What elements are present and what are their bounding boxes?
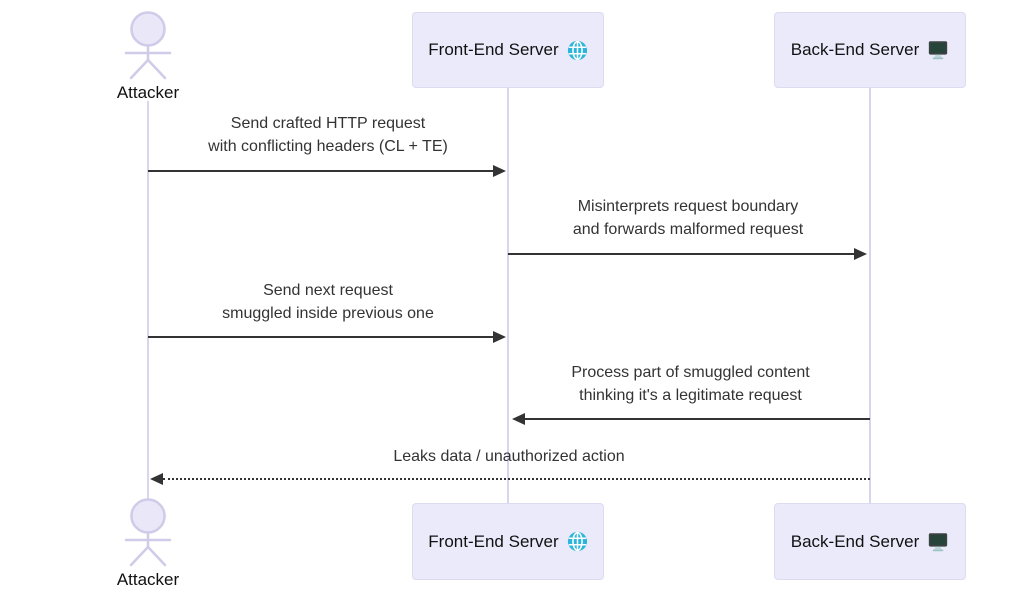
stick-figure-icon (124, 498, 172, 567)
message-4-arrowhead-icon (512, 413, 525, 425)
message-3-text: Send next request smuggled inside previo… (158, 279, 498, 325)
message-1-arrowhead-icon (493, 165, 506, 177)
message-text-line: Process part of smuggled content (571, 364, 810, 381)
participant-frontend-bottom: Front-End Server (412, 503, 604, 580)
message-1-text: Send crafted HTTP request with conflicti… (158, 112, 498, 158)
message-text-line: Misinterprets request boundary (577, 198, 799, 215)
participant-backend-bottom: Back-End Server (774, 503, 966, 580)
message-2-arrow-line (508, 253, 855, 255)
monitor-icon (929, 532, 948, 551)
message-5-arrow-line (163, 478, 870, 480)
message-text-line: Leaks data / unauthorized action (393, 448, 625, 465)
actor-label-attacker-top: Attacker (116, 83, 180, 102)
actor-label-attacker-bottom: Attacker (116, 570, 180, 589)
stick-figure-icon (124, 11, 172, 80)
message-5-text: Leaks data / unauthorized action (148, 445, 870, 468)
message-text-line: smuggled inside previous one (222, 305, 434, 322)
message-1-arrow-line (148, 170, 494, 172)
participant-label-frontend-top: Front-End Server (428, 40, 559, 59)
actor-attacker-bottom: Attacker (93, 497, 203, 590)
message-2-arrowhead-icon (854, 248, 867, 260)
participant-label-backend-top: Back-End Server (790, 40, 920, 59)
message-4-arrow-line (524, 418, 870, 420)
lifeline-attacker (147, 101, 149, 499)
message-3-arrowhead-icon (493, 331, 506, 343)
message-5-arrowhead-icon (150, 473, 163, 485)
message-text-line: thinking it's a legitimate request (579, 387, 802, 404)
message-4-text: Process part of smuggled content thinkin… (518, 361, 863, 407)
message-text-line: Send next request (263, 282, 393, 299)
participant-label-backend-bottom: Back-End Server (790, 531, 920, 551)
actor-attacker-top: Attacker (93, 10, 203, 103)
monitor-icon (929, 41, 948, 60)
participant-label-frontend-bottom: Front-End Server (428, 531, 559, 551)
participant-frontend-top: Front-End Server (412, 12, 604, 88)
message-text-line: and forwards malformed request (572, 221, 804, 238)
globe-icon (567, 531, 587, 552)
participant-backend-top: Back-End Server (774, 12, 966, 88)
globe-icon (567, 40, 587, 60)
message-text-line: Send crafted HTTP request (230, 115, 426, 132)
message-2-text: Misinterprets request boundary and forwa… (518, 195, 858, 241)
message-text-line: with conflicting headers (CL + TE) (208, 138, 448, 155)
lifeline-frontend (507, 88, 509, 503)
message-3-arrow-line (148, 336, 494, 338)
lifeline-backend (869, 88, 871, 503)
